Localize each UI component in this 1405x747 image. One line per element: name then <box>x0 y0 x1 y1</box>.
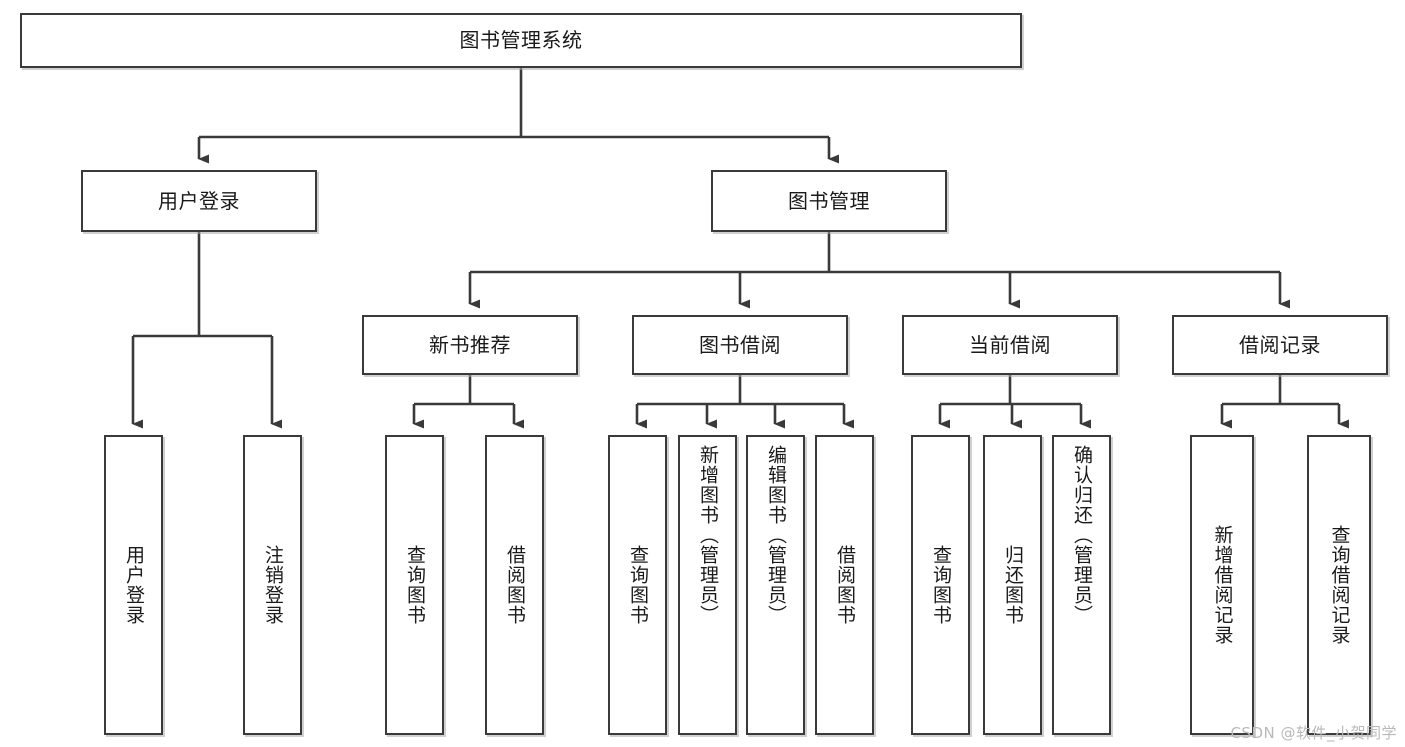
node-label: 图书借阅 <box>699 332 781 357</box>
leaf-node-查询图书[interactable]: 查询图书 <box>911 435 970 735</box>
submodule-node-当前借阅[interactable]: 当前借阅 <box>902 315 1118 375</box>
leaf-node-编辑图书管理员[interactable]: 编辑图书（管理员） <box>746 435 805 735</box>
node-label: 查询图书 <box>930 545 953 625</box>
node-label: 借阅图书 <box>834 545 857 625</box>
node-label: 查询借阅记录 <box>1328 525 1351 645</box>
node-label: 图书管理 <box>788 188 870 213</box>
node-label: 新书推荐 <box>429 332 511 357</box>
node-label: 查询图书 <box>404 545 427 625</box>
submodule-node-新书推荐[interactable]: 新书推荐 <box>362 315 578 375</box>
node-label: 新增图书（管理员） <box>697 445 720 625</box>
node-label: 编辑图书（管理员） <box>765 445 788 625</box>
node-label: 用户登录 <box>158 188 240 213</box>
leaf-node-借阅图书[interactable]: 借阅图书 <box>815 435 874 735</box>
node-label: 注销登录 <box>262 545 285 625</box>
node-label: 借阅图书 <box>504 545 527 625</box>
leaf-node-借阅图书[interactable]: 借阅图书 <box>485 435 544 735</box>
module-node-用户登录[interactable]: 用户登录 <box>81 170 317 232</box>
leaf-node-查询图书[interactable]: 查询图书 <box>385 435 444 735</box>
node-label: 新增借阅记录 <box>1211 525 1234 645</box>
node-label: 用户登录 <box>123 545 146 625</box>
leaf-node-查询借阅记录[interactable]: 查询借阅记录 <box>1307 435 1371 735</box>
submodule-node-图书借阅[interactable]: 图书借阅 <box>632 315 848 375</box>
module-node-图书管理[interactable]: 图书管理 <box>711 170 947 232</box>
connector-group <box>131 68 1349 429</box>
leaf-node-归还图书[interactable]: 归还图书 <box>983 435 1042 735</box>
node-label: 归还图书 <box>1002 545 1025 625</box>
node-label: 确认归还（管理员） <box>1071 445 1094 625</box>
leaf-node-查询图书[interactable]: 查询图书 <box>608 435 667 735</box>
root-node-图书管理系统[interactable]: 图书管理系统 <box>20 13 1022 68</box>
leaf-node-用户登录[interactable]: 用户登录 <box>104 435 163 735</box>
leaf-node-新增借阅记录[interactable]: 新增借阅记录 <box>1190 435 1254 735</box>
leaf-node-确认归还管理员[interactable]: 确认归还（管理员） <box>1052 435 1111 735</box>
leaf-node-新增图书管理员[interactable]: 新增图书（管理员） <box>678 435 737 735</box>
node-label: 图书管理系统 <box>459 28 583 53</box>
submodule-node-借阅记录[interactable]: 借阅记录 <box>1172 315 1388 375</box>
node-label: 查询图书 <box>627 545 650 625</box>
leaf-node-注销登录[interactable]: 注销登录 <box>243 435 302 735</box>
watermark-label: CSDN @软件_小贺同学 <box>1230 724 1397 742</box>
node-label: 借阅记录 <box>1239 332 1321 357</box>
node-label: 当前借阅 <box>969 332 1051 357</box>
